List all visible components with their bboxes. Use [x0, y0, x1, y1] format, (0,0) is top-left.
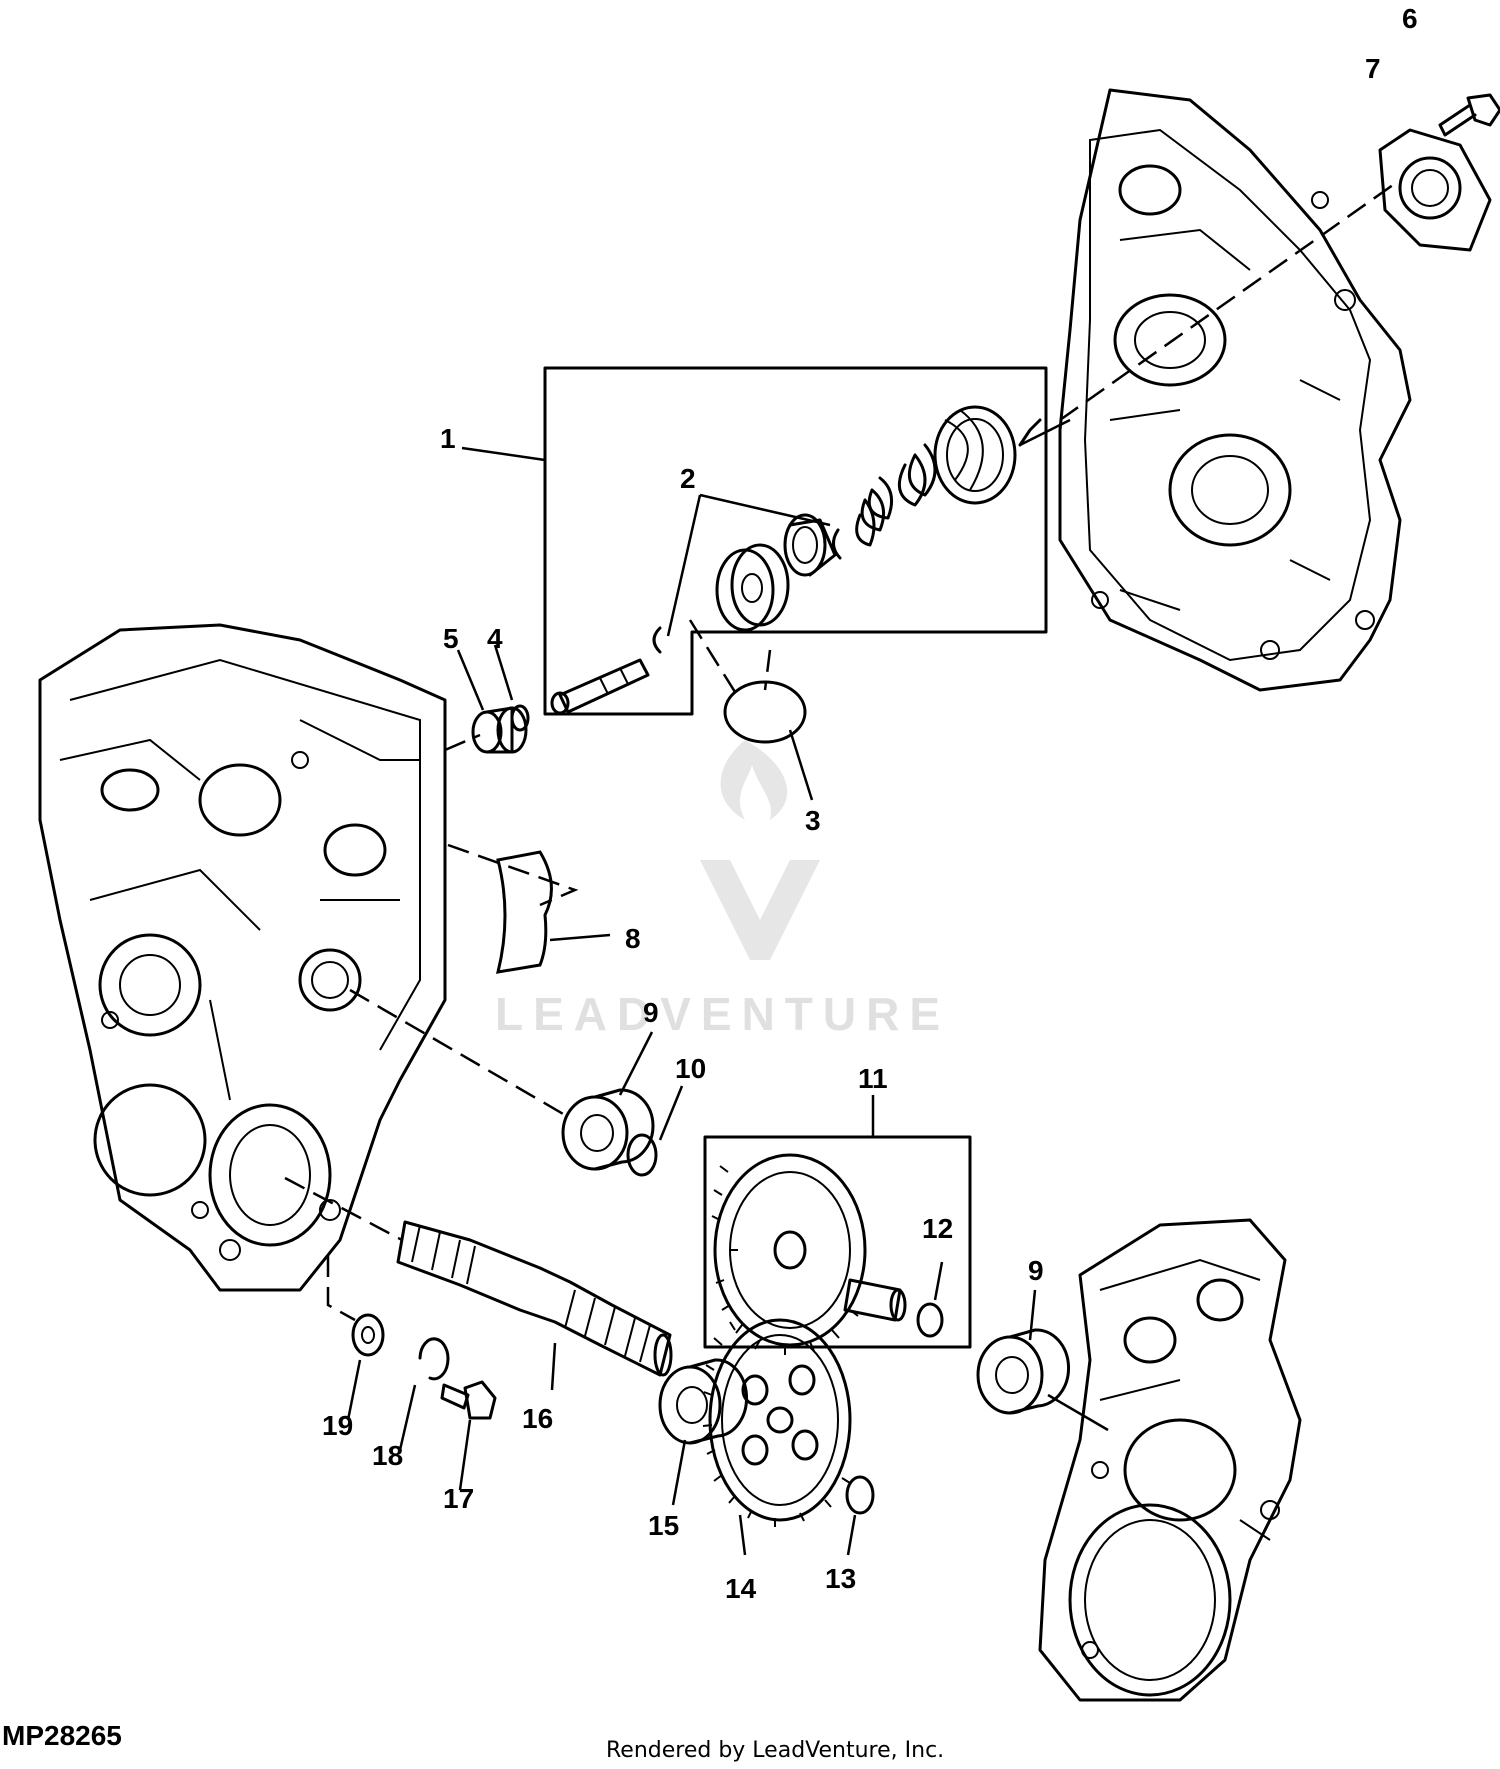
part-5-bearing: [471, 706, 528, 754]
part-14-gear: [702, 1318, 852, 1527]
callout-8: 8: [625, 923, 641, 954]
callout-5: 5: [443, 623, 459, 654]
part-18-snap-ring: [418, 1337, 450, 1381]
callout-16: 16: [522, 1403, 553, 1434]
seal-ring-and-bushing: [783, 513, 837, 577]
callout-19: 19: [322, 1410, 353, 1441]
part-9-bearing-left: [561, 1088, 655, 1171]
idler-gear: [711, 1153, 867, 1355]
callout-6: 6: [1402, 3, 1418, 34]
gear-pin: [843, 1278, 907, 1322]
callout-2: 2: [680, 463, 696, 494]
part-12-retaining-ring: [916, 1302, 944, 1338]
callout-9-left: 9: [643, 997, 659, 1028]
callout-18: 18: [372, 1440, 403, 1471]
leadventure-watermark-logo: [700, 740, 820, 960]
lower-right-housing-cover: [1038, 1218, 1302, 1702]
disc-collar: [715, 543, 790, 632]
assembly-1-bracket: [543, 366, 1048, 716]
part-4-retaining-ring: [510, 704, 530, 732]
part-6-bolt: [1438, 93, 1500, 137]
part-7-bearing-flange: [1378, 128, 1492, 252]
render-credit: Rendered by LeadVenture, Inc.: [606, 1738, 945, 1763]
part-13-retaining-ring: [845, 1475, 875, 1515]
callout-17: 17: [443, 1483, 474, 1514]
springs-assembly: [855, 405, 1071, 547]
callout-4: 4: [487, 623, 503, 654]
part-19-washer: [351, 1313, 385, 1357]
callout-10: 10: [675, 1053, 706, 1084]
part-15-bearing: [658, 1358, 748, 1445]
part-3-o-ring: [723, 680, 807, 744]
callout-3: 3: [805, 805, 821, 836]
callout-9-right: 9: [1028, 1255, 1044, 1286]
callout-15: 15: [648, 1510, 679, 1541]
callout-14: 14: [725, 1573, 757, 1604]
diagram-code-label: MP28265: [2, 1720, 122, 1751]
assembly-11-box: [703, 1135, 972, 1349]
callout-1: 1: [440, 423, 456, 454]
pin-shaft: [550, 658, 650, 715]
part-10-snap-ring: [626, 1133, 658, 1177]
callout-11: 11: [858, 1063, 888, 1094]
callout-13: 13: [825, 1563, 856, 1594]
upper-right-housing-cover: [1058, 88, 1412, 692]
part-16-drive-shaft: [396, 1220, 673, 1377]
left-transaxle-housing: [38, 623, 447, 1292]
callout-12: 12: [922, 1213, 953, 1244]
callout-7: 7: [1365, 53, 1381, 84]
part-17-bolt: [440, 1380, 497, 1420]
part-2-snap-rings: [652, 528, 842, 654]
part-8-block: [496, 850, 553, 974]
watermark-text: LEADVENTURE: [495, 988, 950, 1040]
part-9-bearing-right: [976, 1328, 1070, 1415]
